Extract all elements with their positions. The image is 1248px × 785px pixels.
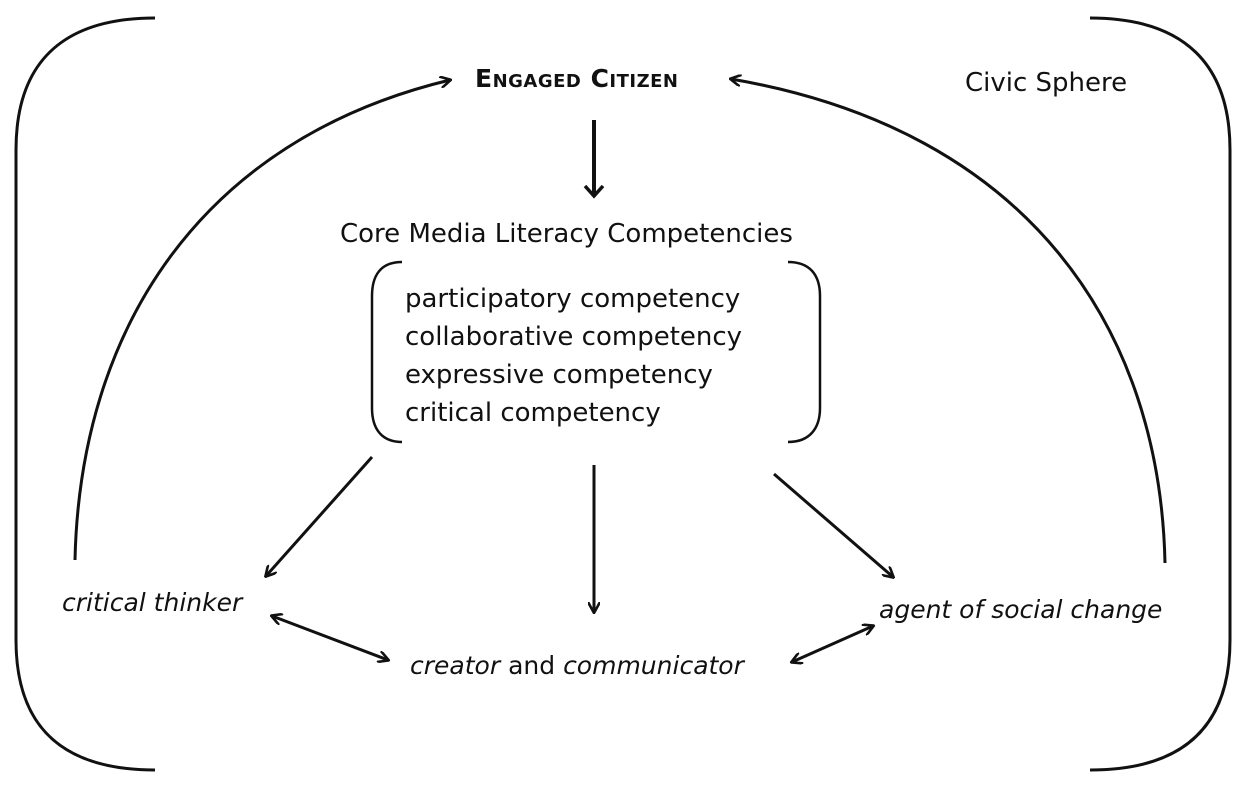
and-word: and (508, 651, 556, 680)
competency-item: critical competency (405, 398, 661, 428)
competency-right-bracket (787, 260, 822, 444)
agent-of-change-label: agent of social change (879, 595, 1163, 624)
competency-item: participatory competency (405, 284, 741, 314)
competency-list: participatory competency collaborative c… (405, 280, 742, 432)
arrow-core-to-agent (773, 472, 893, 577)
sphere-left-bracket (14, 16, 156, 772)
link-creator-agent (792, 626, 873, 662)
creator-communicator-label: creator and communicator (410, 653, 744, 678)
engaged-citizen-label: Engaged Citizen (475, 64, 679, 93)
sphere-right-bracket (1089, 16, 1232, 772)
competency-item: collaborative competency (405, 322, 743, 352)
civic-sphere-label: Civic Sphere (965, 68, 1128, 98)
creator-word: creator (410, 651, 501, 680)
core-competencies-heading: Core Media Literacy Competencies (340, 219, 793, 249)
link-thinker-creator (272, 616, 388, 660)
arc-thinker-to-citizen (73, 80, 450, 561)
communicator-word: communicator (563, 651, 744, 680)
arrow-core-to-thinker (266, 456, 374, 576)
competency-item: expressive competency (405, 360, 713, 390)
competency-left-bracket (370, 260, 403, 444)
critical-thinker-label: critical thinker (62, 588, 243, 617)
arc-agent-to-citizen (731, 79, 1167, 564)
